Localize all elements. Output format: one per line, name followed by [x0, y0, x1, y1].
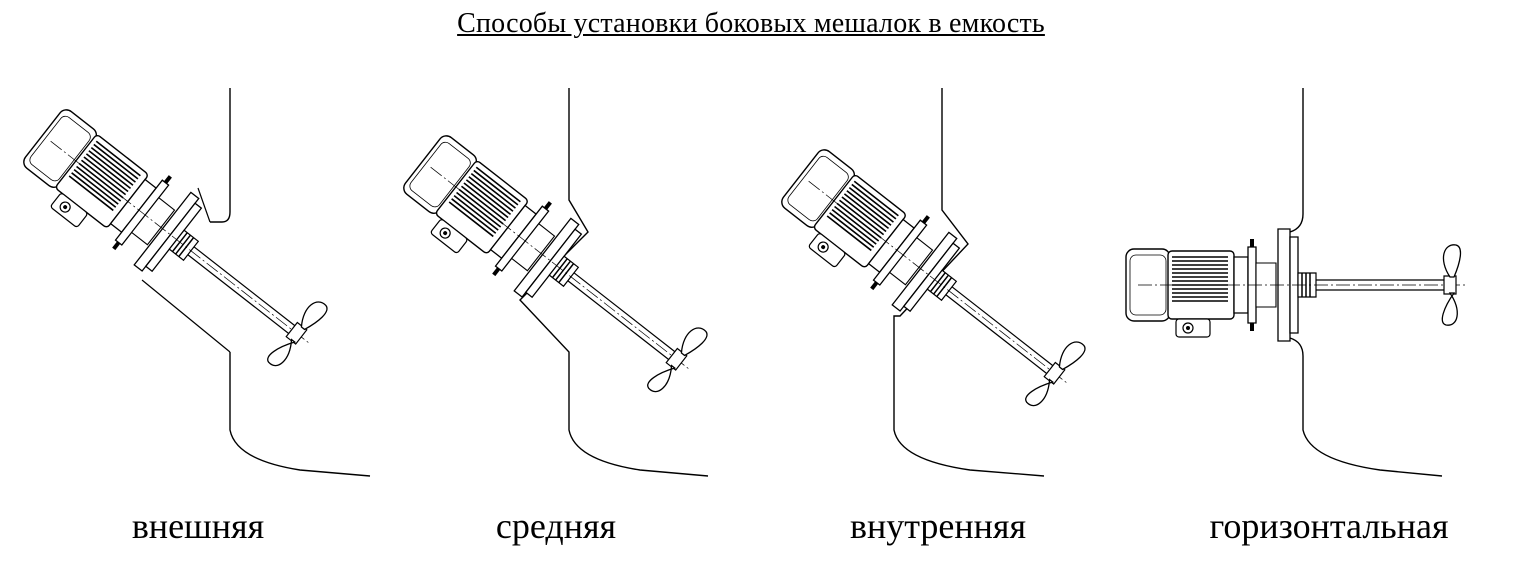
vessel-wall-horizontal [1290, 88, 1442, 476]
caption-external: внешняя [131, 506, 265, 546]
caption-middle: средняя [495, 506, 617, 546]
mixer-external [9, 97, 337, 377]
mixer-horizontal [1125, 229, 1469, 341]
caption-internal: внутренняя [849, 506, 1027, 546]
mixer-internal [767, 137, 1095, 417]
caption-horizontal: горизонтальная [1209, 506, 1449, 546]
vessel-wall-internal [894, 88, 1044, 476]
mixer-middle [389, 123, 717, 403]
vessel-wall-external [142, 88, 370, 476]
vessel-wall-middle [520, 88, 708, 476]
diagram-title: Способы установки боковых мешалок в емко… [457, 8, 1045, 39]
